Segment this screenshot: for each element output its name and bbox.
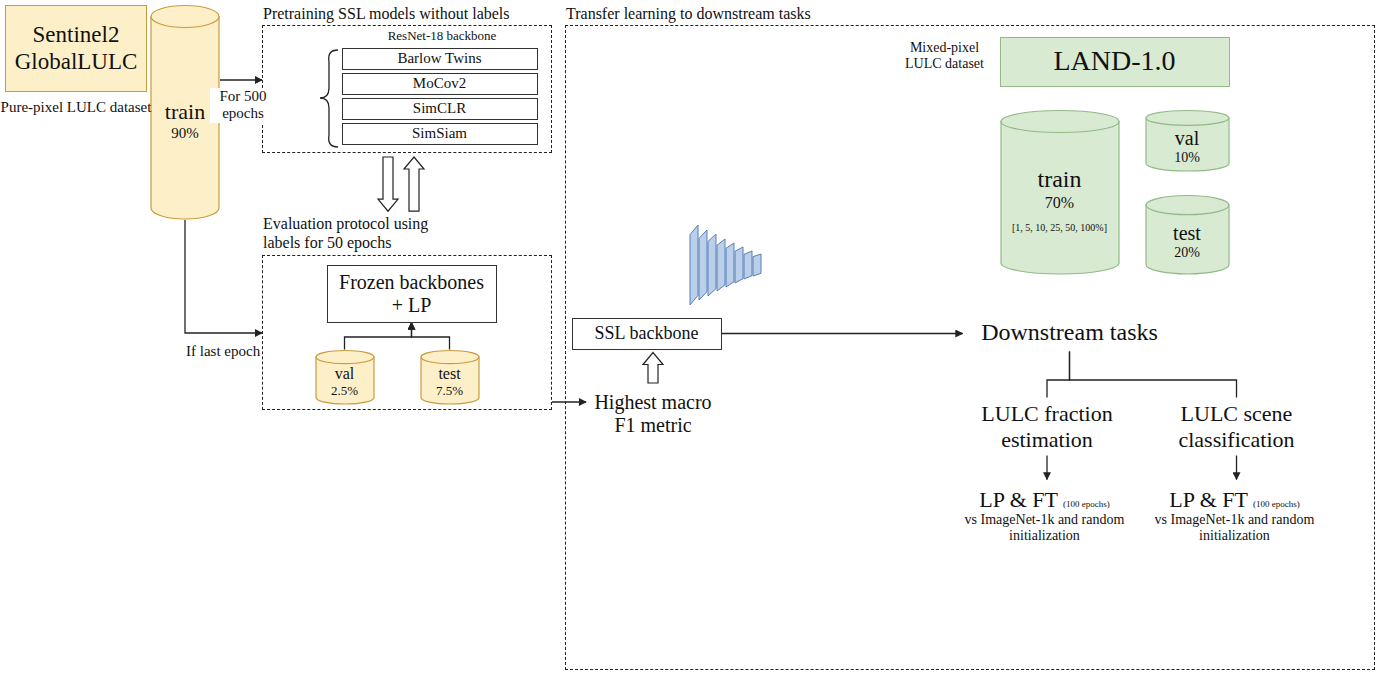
task-text: LULC scene classification	[1142, 398, 1332, 456]
connector	[185, 220, 262, 333]
node-sublabel: vs ImageNet-1k and random initialization	[952, 512, 1138, 544]
edge-label: If last epoch	[184, 343, 262, 360]
node-label: SimCLR	[347, 100, 533, 117]
node-label: Barlow Twins	[347, 50, 533, 67]
method-box: SimSiam	[342, 123, 538, 145]
node-sublabel: 90%	[152, 125, 218, 142]
group-box: Transfer learning to downstream tasksLAN…	[565, 25, 1375, 670]
node-label: val	[316, 365, 374, 383]
node-sublabel: ResNet-18 backbone	[333, 29, 551, 44]
node-sublabel: (100 epochs)	[1253, 499, 1300, 509]
connector	[1047, 352, 1070, 398]
connector	[1070, 352, 1237, 398]
connector	[552, 401, 586, 402]
task-text: Downstream tasks	[955, 314, 1185, 352]
cylinder-top	[1146, 110, 1229, 125]
block-arrow	[643, 353, 663, 384]
cylinder-top	[421, 350, 479, 363]
method-box: SimCLR	[342, 98, 538, 120]
node-label: LP & FT	[1169, 487, 1248, 512]
connector	[220, 79, 262, 80]
edge-label: For 500 epochs	[210, 88, 276, 123]
method-text: LP & FT (100 epochs) vs ImageNet-1k and ra…	[950, 480, 1140, 552]
node-sublabel: Mixed-pixel LULC dataset	[899, 40, 991, 72]
data-cylinder: train70% [1, 5, 10, 25, 50, 100%]	[1000, 110, 1120, 275]
group-box: Pretraining SSL models without labelsRes…	[262, 25, 552, 153]
data-cylinder: val2.5%	[315, 350, 375, 405]
connector	[722, 333, 963, 334]
node-label: Evaluation protocol using labels for 50 …	[263, 215, 463, 252]
cylinder-body	[151, 16, 219, 219]
network-layer	[690, 225, 698, 305]
group-box: Evaluation protocol using labels for 50 …	[262, 255, 552, 410]
node-sublabel: 70%	[1006, 194, 1114, 212]
connector	[1236, 456, 1237, 480]
node-label: Frozen backbones + LP	[332, 271, 492, 317]
cylinder-top	[151, 6, 219, 28]
node-label: SimSiam	[347, 125, 533, 142]
data-cylinder: test20%	[1145, 195, 1230, 275]
cylinder-top	[316, 350, 374, 363]
cylinder-top	[1001, 110, 1119, 132]
node-label: LP & FT	[979, 487, 1058, 512]
process-box: Frozen backbones + LP	[327, 265, 497, 323]
network-layer	[735, 247, 743, 283]
process-box: SSL backbone	[572, 318, 722, 350]
node-label: MoCov2	[347, 75, 533, 92]
node-label: Pretraining SSL models without labels	[263, 5, 510, 23]
node-label: test	[1147, 222, 1228, 245]
node-label: test	[421, 365, 479, 383]
dataset-box: LAND-1.0Mixed-pixel LULC dataset	[1000, 37, 1230, 87]
node-sublabel: 7.5%	[421, 384, 479, 399]
node-label: Transfer learning to downstream tasks	[566, 5, 811, 23]
node-sublabel: 20%	[1147, 245, 1228, 261]
cylinder-body	[1001, 121, 1119, 274]
cylinder-top	[1146, 195, 1229, 214]
node-sublabel: Pure-pixel LULC dataset	[0, 99, 154, 116]
network-layer	[753, 254, 761, 276]
connector	[412, 323, 450, 350]
node-label: LAND-1.0	[1005, 45, 1225, 77]
network-layer	[708, 234, 716, 296]
node-label: Downstream tasks	[957, 319, 1183, 347]
dataset-box: Sentinel2 GlobalLULCPure-pixel LULC data…	[5, 5, 147, 92]
curly-brace	[320, 50, 338, 147]
node-sublabel: (100 epochs)	[1063, 499, 1110, 509]
block-arrow	[378, 157, 398, 211]
node-label: val	[1147, 127, 1228, 150]
connector	[1046, 456, 1047, 480]
node-sublabel: 10%	[1147, 150, 1228, 166]
connector	[345, 323, 412, 350]
node-sublabel: [1, 5, 10, 25, 50, 100%]	[1006, 222, 1114, 234]
node-label: LULC scene classification	[1144, 401, 1330, 452]
node-label: Highest macro F1 metric	[590, 391, 716, 437]
node-sublabel: 2.5%	[316, 384, 374, 399]
network-layer	[699, 230, 707, 300]
node-sublabel: vs ImageNet-1k and random initialization	[1142, 512, 1328, 544]
method-box: MoCov2	[342, 73, 538, 95]
method-text: LP & FT (100 epochs) vs ImageNet-1k and ra…	[1140, 480, 1330, 552]
network-layer	[726, 243, 734, 287]
task-text: LULC fraction estimation	[960, 398, 1135, 456]
metric-text: Highest macro F1 metric	[588, 385, 718, 443]
block-arrow	[404, 157, 424, 211]
data-cylinder: val10%	[1145, 110, 1230, 172]
network-icon	[690, 225, 761, 305]
method-box: Barlow Twins	[342, 48, 538, 70]
node-label: SSL backbone	[577, 323, 717, 344]
node-label: LULC fraction estimation	[962, 401, 1133, 452]
node-label: train	[152, 99, 218, 124]
node-label: train	[1006, 166, 1114, 194]
data-cylinder: test7.5%	[420, 350, 480, 405]
node-label: Sentinel2 GlobalLULC	[10, 22, 142, 75]
network-layer	[717, 239, 725, 291]
network-layer	[744, 251, 752, 279]
